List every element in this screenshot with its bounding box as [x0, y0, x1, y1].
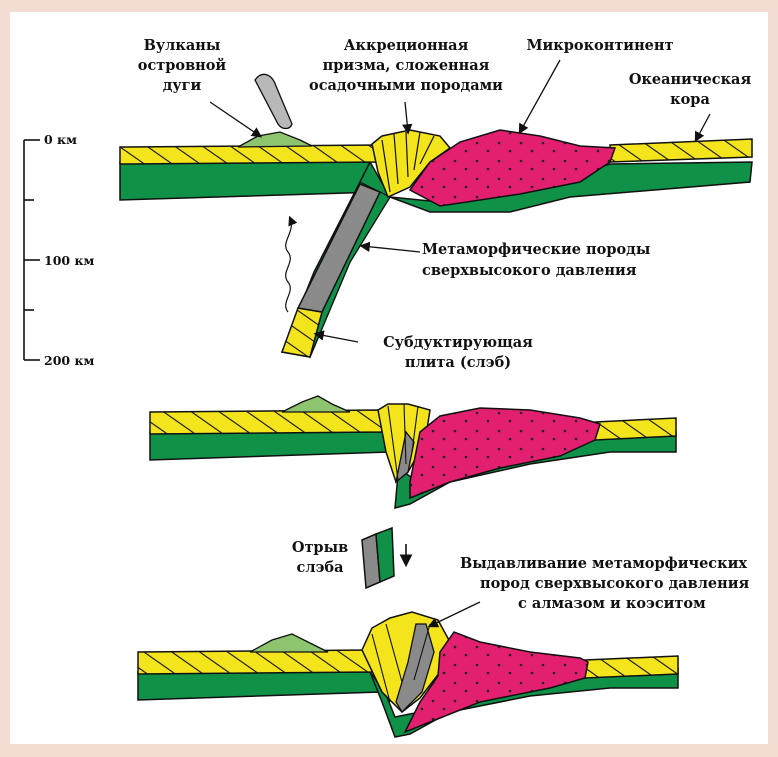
label-exhumation-3: с алмазом и коэситом	[518, 595, 706, 612]
scale-200km: 200 км	[44, 353, 94, 368]
uhp-rocks	[298, 184, 380, 312]
label-metamorphic-2: сверхвысокого давления	[422, 262, 637, 279]
panel-3-sediment-left	[138, 650, 372, 674]
sediment-layer-left	[120, 145, 382, 164]
scale-0km: 0 км	[44, 132, 77, 147]
label-microcontinent: Микроконтинент	[526, 37, 673, 54]
sediment-layer-right	[610, 139, 752, 162]
label-oceanic-crust-2: кора	[670, 91, 710, 108]
panel-3-left-plate	[138, 672, 380, 700]
exhumation-leader	[430, 602, 480, 626]
label-prism-1: Аккреционная	[344, 37, 469, 54]
figure-frame: 0 км 100 км 200 км	[10, 12, 768, 744]
label-exhumation-2: пород сверхвысокого давления	[480, 575, 750, 592]
panel-2-volcano	[282, 396, 350, 412]
magma-ascent-arrow	[286, 218, 292, 312]
panel-3-exhumation: Выдавливание метаморфических пород сверх…	[138, 555, 750, 737]
label-breakoff-1: Отрыв	[292, 539, 348, 556]
label-exhumation-1: Выдавливание метаморфических	[460, 555, 747, 572]
label-oceanic-crust-1: Океаническая	[629, 71, 752, 88]
overriding-plate	[120, 162, 378, 200]
slab-breakoff-inset: Отрыв слэба	[292, 528, 406, 588]
panel-2-collision	[150, 396, 676, 508]
arc-volcano	[238, 132, 312, 147]
label-breakoff-2: слэба	[297, 559, 345, 576]
depth-scale: 0 км 100 км 200 км	[24, 132, 94, 368]
panel-3-sediment-right	[585, 656, 678, 678]
label-slab-2: плита (слэб)	[405, 354, 511, 371]
label-metamorphic-1: Метаморфические породы	[422, 241, 650, 258]
scale-100km: 100 км	[44, 253, 94, 268]
panel-2-sediment-left	[150, 410, 382, 434]
label-arc-volcanoes-3: дуги	[163, 77, 202, 94]
panel-1-subduction	[120, 74, 752, 357]
volcanic-plume	[255, 74, 292, 128]
panel-2-sediment-right	[595, 418, 676, 440]
label-prism-2: призма, сложенная	[323, 57, 490, 74]
label-prism-3: осадочными породами	[309, 77, 503, 94]
slab-tip-sediment	[282, 308, 322, 357]
label-slab-1: Субдуктирующая	[383, 334, 533, 351]
panel-2-left-plate	[150, 432, 390, 460]
label-arc-volcanoes-1: Вулканы	[144, 37, 221, 54]
label-arc-volcanoes-2: островной	[138, 57, 227, 74]
panel-3-volcano	[250, 634, 328, 652]
subduction-diagram: 0 км 100 км 200 км	[10, 12, 768, 744]
